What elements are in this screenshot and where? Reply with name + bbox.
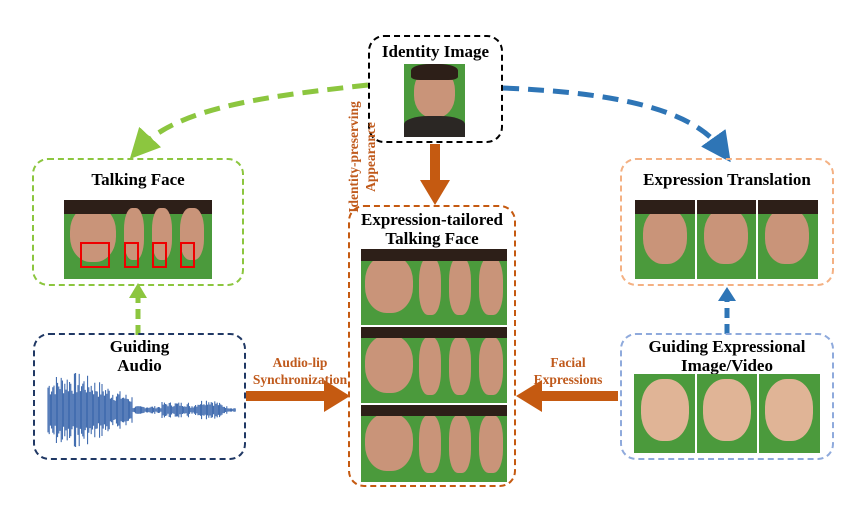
orange-right-arrow [324, 380, 350, 412]
guiding-expressional-box [620, 333, 834, 460]
orange-left-arrow [516, 380, 542, 412]
identity-image-box [368, 35, 503, 143]
expression-tailored-grid [361, 249, 507, 482]
guiding-expr-title-line2: Image/Video [681, 356, 773, 375]
guiding-expr-title-line1: Guiding Expressional [648, 337, 806, 356]
talking-face-box [32, 158, 244, 286]
facial-expressions-label: Facial Expressions [533, 355, 603, 387]
identity-preserving-label: Identity-preserving Appearance [346, 101, 378, 213]
blue-dashed-arrow [502, 85, 731, 163]
center-title-line1: Expression-tailored [361, 210, 503, 229]
expression-tailored-box [348, 205, 516, 487]
guiding-expression-frames [634, 374, 820, 453]
audio-lip-label: Audio-lip Synchronization [252, 355, 348, 387]
guiding-audio-box [33, 333, 246, 460]
guiding-audio-title-line2: Audio [117, 356, 162, 375]
talking-face-title: Talking Face [91, 170, 185, 189]
expression-translation-frames [635, 200, 818, 279]
expression-translation-box [620, 158, 834, 286]
orange-down-arrow [420, 180, 450, 205]
identity-image-title: Identity Image [381, 42, 490, 61]
green-dashed-arrow [129, 82, 369, 159]
identity-face-image [404, 64, 465, 137]
expression-translation-title: Expression Translation [643, 170, 811, 189]
guiding-audio-title-line1: Guiding [109, 337, 170, 356]
talking-face-frames [64, 200, 212, 279]
center-title-line2: Talking Face [385, 229, 479, 248]
